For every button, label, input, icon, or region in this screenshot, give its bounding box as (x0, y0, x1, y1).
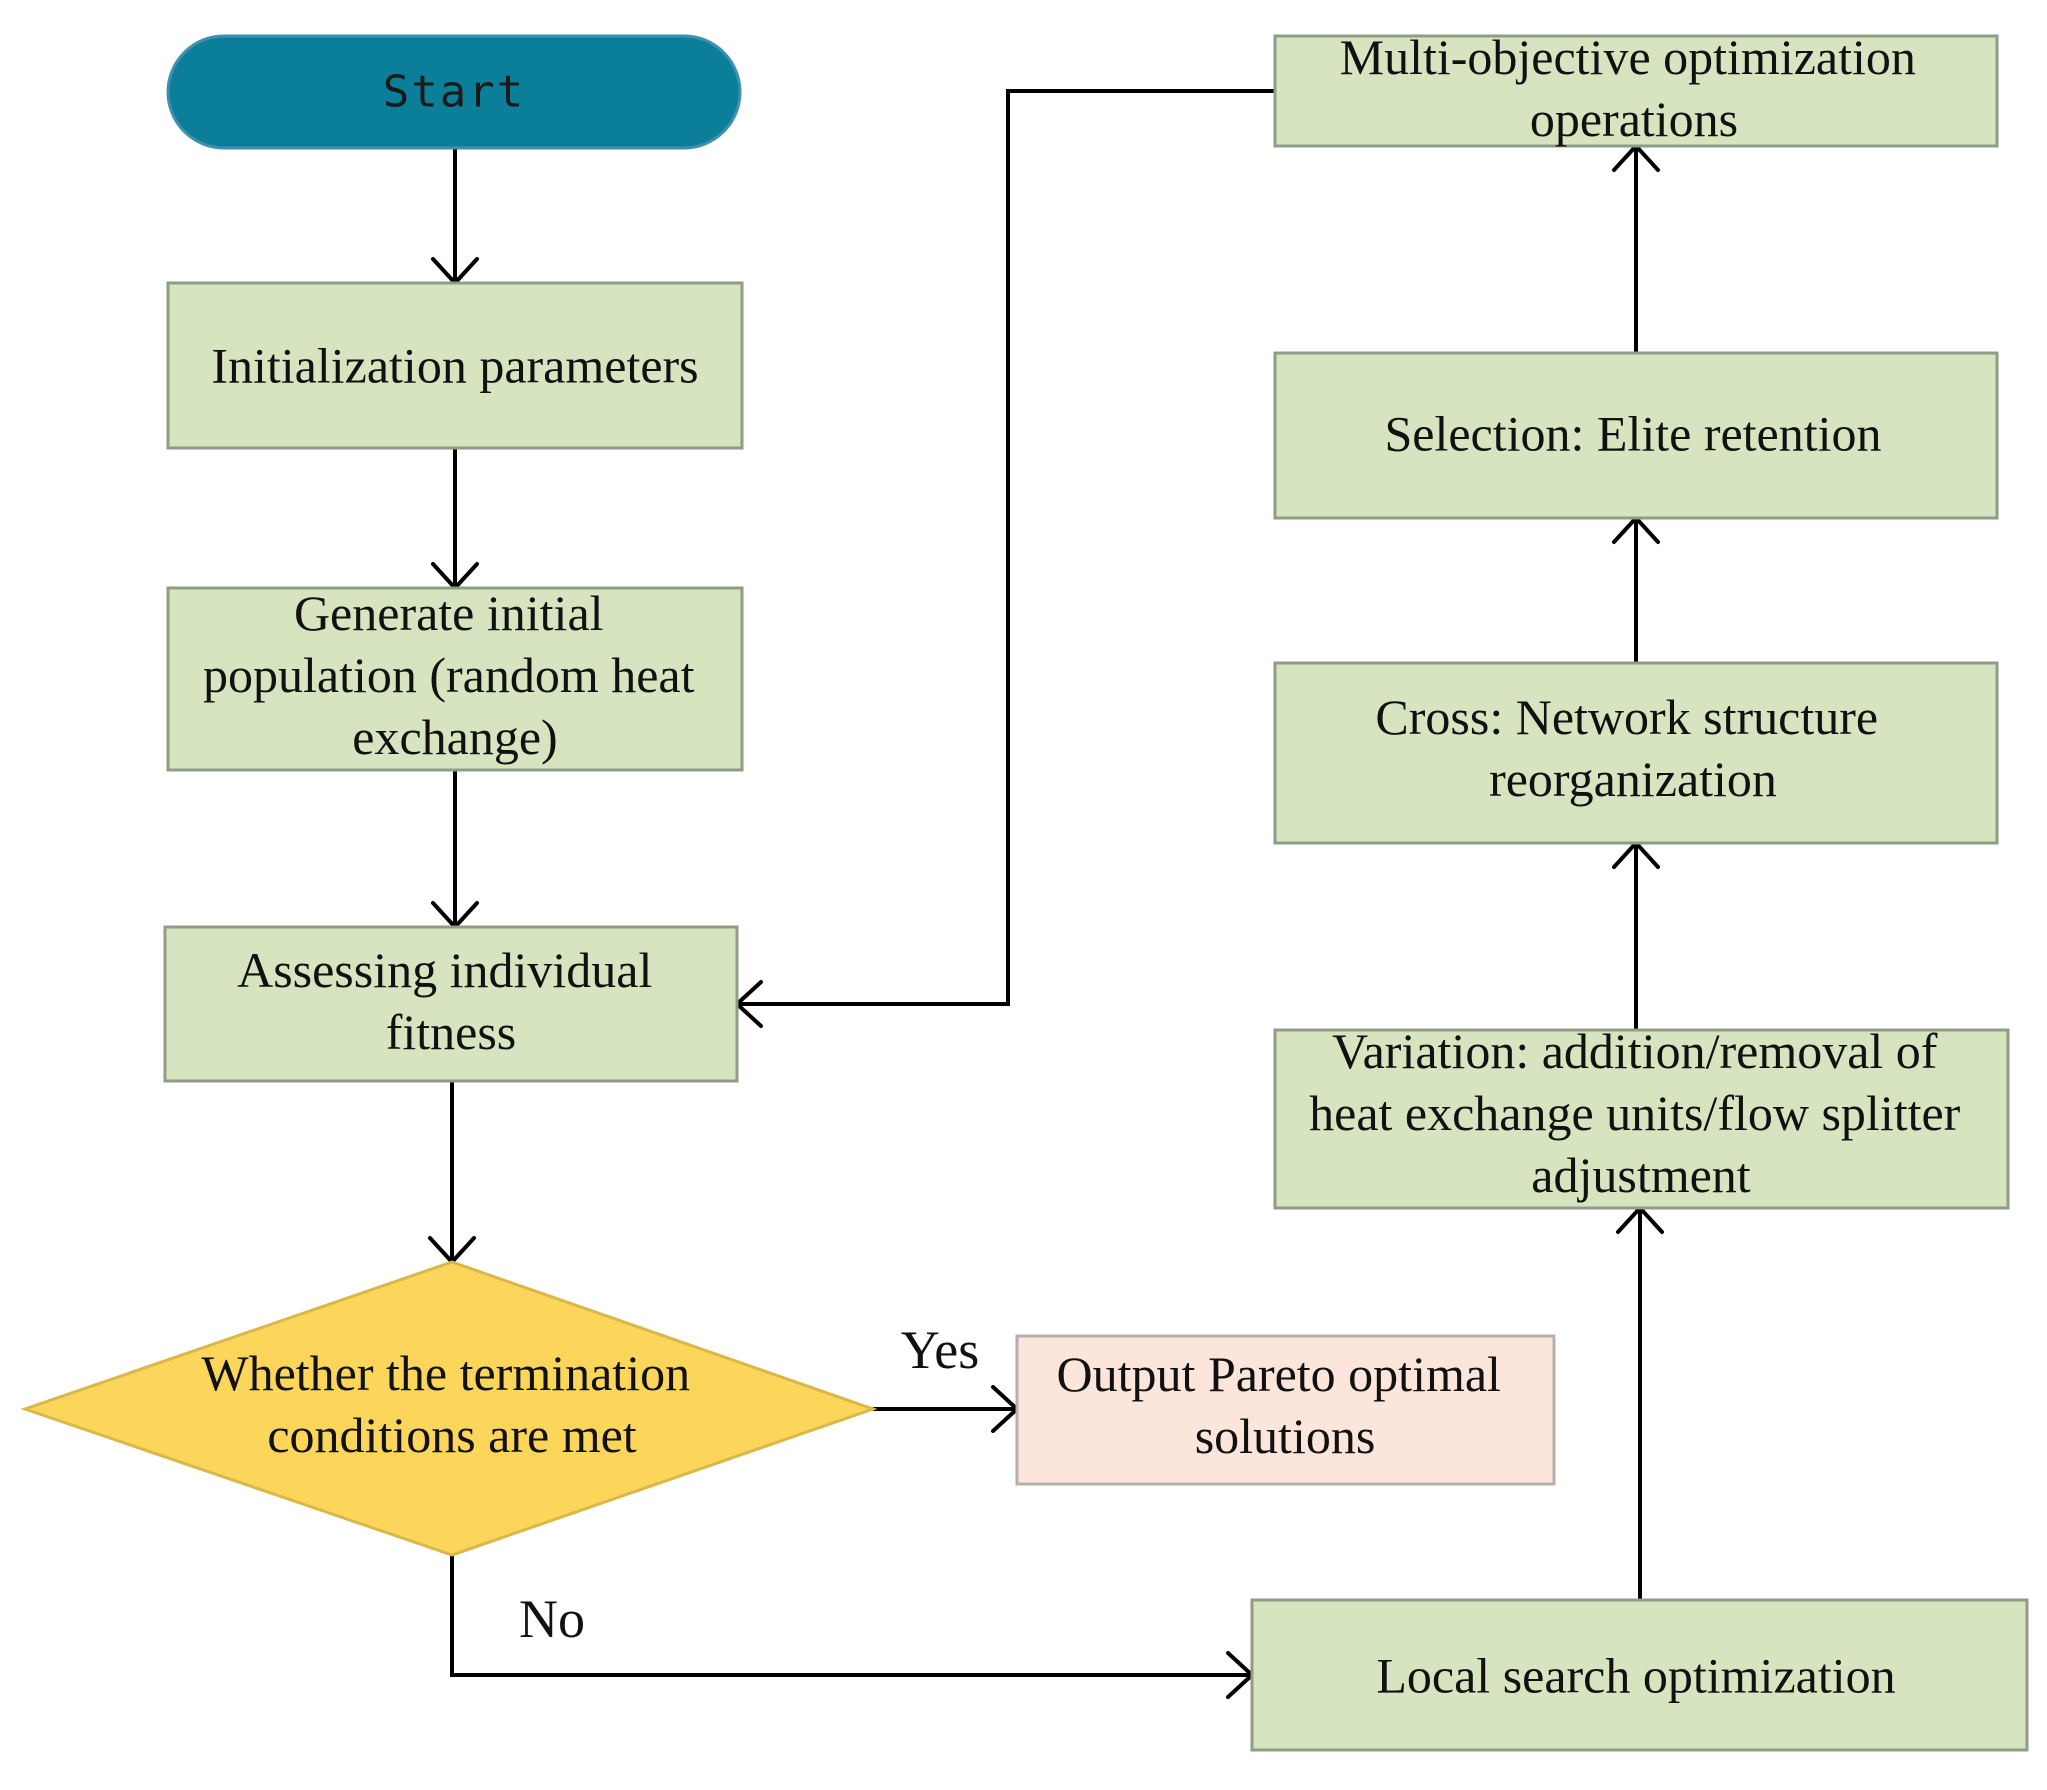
edge-decision-local (450, 1555, 1252, 1677)
variation-node: Variation: addition/removal of heat exch… (1273, 1023, 2010, 1210)
output-node: Output Pareto optimal solutions (1015, 1334, 1556, 1486)
yes-label: Yes (901, 1320, 980, 1380)
multi-objective-node: Multi-objective optimization operations (1273, 29, 1999, 148)
start-node: Start (166, 34, 742, 150)
init-label: Initialization parameters (211, 338, 698, 394)
selection-box (1273, 351, 1999, 520)
local-search-node: Local search optimization (1250, 1598, 2029, 1752)
assess-node: Assessing individual fitness (163, 925, 739, 1083)
generate-label: Generate initial population (random heat… (203, 585, 707, 765)
variation-label: Variation: addition/removal of heat exch… (1309, 1023, 1973, 1203)
decision-node: Whether the termination conditions are m… (20, 1260, 878, 1557)
assess-box (163, 925, 739, 1083)
cross-node: Cross: Network structure reorganization (1273, 661, 1999, 845)
decision-diamond (20, 1260, 878, 1557)
local-search-box (1250, 1598, 2029, 1752)
local-search-label: Local search optimization (1376, 1648, 1895, 1704)
selection-label: Selection: Elite retention (1384, 406, 1881, 462)
generate-box (166, 586, 744, 772)
start-terminal-shape (166, 34, 742, 150)
decision-label: Whether the termination conditions are m… (201, 1345, 702, 1463)
generate-node: Generate initial population (random heat… (166, 585, 744, 772)
no-label: No (519, 1589, 585, 1649)
cross-label: Cross: Network structure reorganization (1375, 689, 1890, 807)
output-box (1015, 1334, 1556, 1486)
selection-node: Selection: Elite retention (1273, 351, 1999, 520)
assess-label: Assessing individual fitness (237, 942, 665, 1060)
output-label: Output Pareto optimal solutions (1057, 1346, 1514, 1464)
multi-objective-box (1273, 34, 1999, 148)
cross-box (1273, 661, 1999, 845)
init-node: Initialization parameters (166, 281, 744, 450)
edge-multi-assess (737, 89, 1275, 1006)
multi-objective-label: Multi-objective optimization operations (1340, 29, 1929, 147)
variation-box (1273, 1028, 2010, 1210)
start-label: Start (383, 67, 525, 118)
init-box (166, 281, 744, 450)
